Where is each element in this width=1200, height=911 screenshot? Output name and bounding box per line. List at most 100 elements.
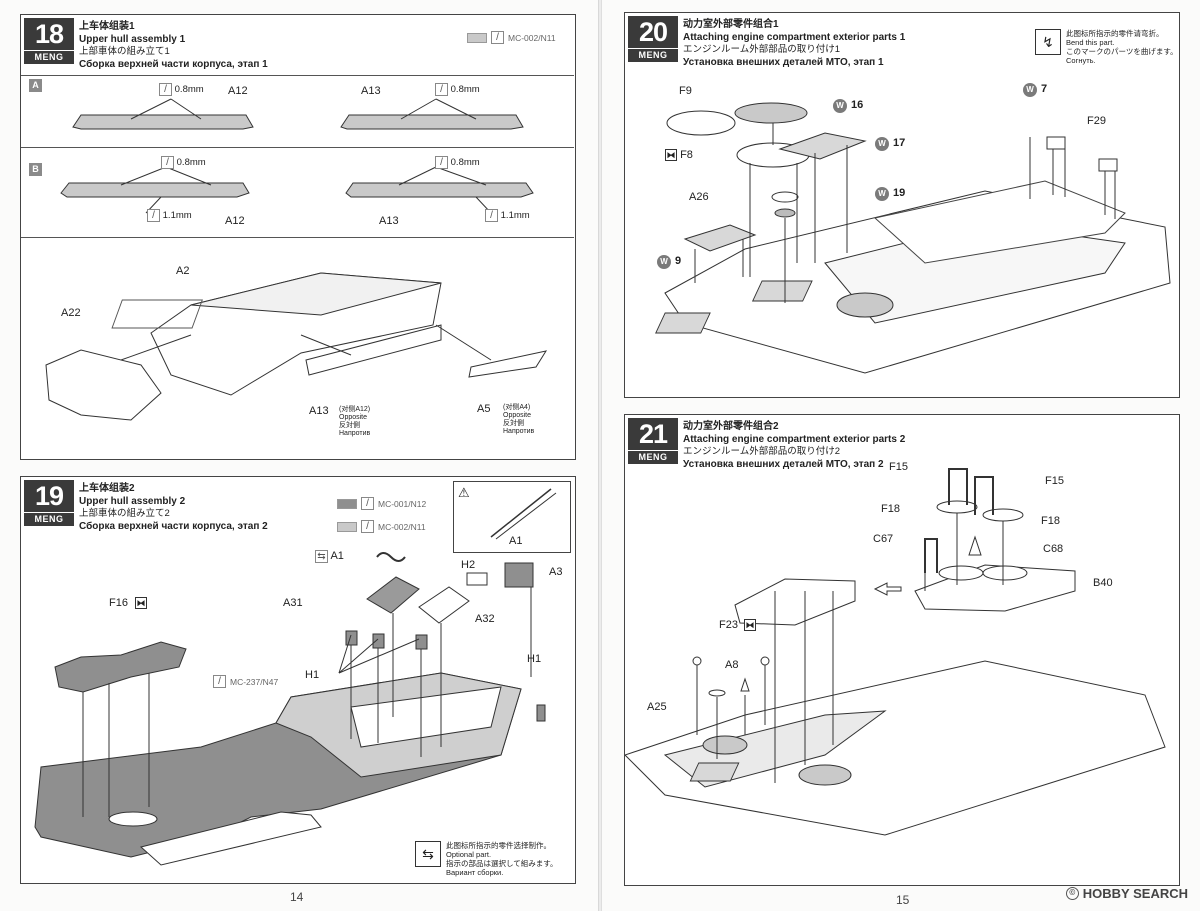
sub-divider — [21, 237, 574, 238]
title-ru: Установка внешних деталей МТО, этап 1 — [683, 56, 884, 68]
title-jp: エンジンルーム外部部品の取り付け1 — [683, 44, 840, 55]
optional-en: Optional part. — [446, 850, 492, 859]
thickness-label: / 1.1mm — [485, 209, 530, 222]
part-b40-label: B40 — [1093, 577, 1113, 589]
title-jp: エンジンルーム外部部品の取り付け2 — [683, 446, 840, 457]
cut-icon: / — [435, 83, 448, 96]
title-ru: Сборка верхней части корпуса, этап 2 — [79, 520, 268, 532]
part-a1-label: ⇆ A1 — [315, 550, 344, 563]
left-page: 18 MENG 上车体组装1 Upper hull assembly 1 上部車… — [0, 0, 598, 911]
optional-ru: Вариант сборки. — [446, 868, 504, 877]
title-en: Upper hull assembly 2 — [79, 495, 186, 507]
step-18-drawing — [45, 98, 548, 421]
step-21-drawing — [625, 468, 1166, 836]
title-jp: 上部車体の組み立て1 — [79, 46, 170, 57]
paint-code: MC-002/N11 — [378, 521, 426, 532]
etch-w7-label: 7 — [1041, 83, 1048, 95]
meng-logo: MENG — [24, 51, 74, 64]
bowtie-icon: ⧓ — [135, 597, 148, 609]
step-number: 18 — [24, 18, 74, 50]
part-h2-label: H2 — [461, 559, 476, 571]
part-f29-label: F29 — [1087, 115, 1106, 127]
cut-icon: / — [485, 209, 498, 222]
step-badge: 20 MENG — [628, 16, 678, 62]
opposite-note: (对侧A4) Opposite 反対側 Напротив — [503, 404, 535, 435]
step-19-drawing — [34, 488, 557, 866]
part-a12-label: A12 — [225, 215, 245, 227]
paint-callout: / MC-002/N11 — [337, 520, 426, 533]
step-badge: 19 MENG — [24, 480, 74, 526]
step-number: 19 — [24, 480, 74, 512]
thickness-label: / 0.8mm — [159, 83, 204, 96]
cut-icon: / — [159, 83, 172, 96]
etch-w9-icon: W — [657, 255, 671, 269]
etch-w16-icon: W — [833, 99, 847, 113]
step-number: 21 — [628, 418, 678, 450]
sub-divider — [21, 75, 574, 76]
copyright-icon: © — [1065, 887, 1079, 900]
bowtie-icon: ⧓ — [744, 619, 757, 631]
bend-part-note: ↯ 此图标所指示的零件请弯折。 Bend this part. このマークのパー… — [1035, 29, 1178, 65]
option-icon: ⇆ — [415, 841, 441, 867]
thickness-label: / 0.8mm — [435, 83, 480, 96]
optional-jp: 指示の部品は選択して組みます。 — [446, 859, 558, 868]
part-c67-label: C67 — [873, 533, 894, 545]
step-20-panel: 20 MENG 动力室外部零件组合1 Attaching engine comp… — [624, 12, 1180, 398]
step-titles: 动力室外部零件组合2 Attaching engine compartment … — [683, 421, 905, 471]
title-en: Upper hull assembly 1 — [79, 33, 186, 45]
bend-zh: 此图标所指示的零件请弯折。 — [1066, 29, 1164, 38]
part-a13-label: A13 — [379, 215, 399, 227]
step-21-panel: 21 MENG 动力室外部零件组合2 Attaching engine comp… — [624, 414, 1180, 886]
etch-w17-icon: W — [875, 137, 889, 151]
brush-icon: / — [213, 675, 226, 688]
part-a13-label: A13 — [361, 85, 381, 97]
title-en: Attaching engine compartment exterior pa… — [683, 31, 906, 43]
step-number: 20 — [628, 16, 678, 48]
part-f23-label: F23 ⧓ — [719, 619, 757, 631]
etch-w9-label: 9 — [675, 255, 682, 267]
part-a8-label: A8 — [725, 659, 739, 671]
part-f16-label: F16 ⧓ — [109, 597, 148, 609]
part-a25-label: A25 — [647, 701, 667, 713]
page-fold — [598, 0, 602, 911]
title-zh: 动力室外部零件组合1 — [683, 19, 779, 30]
bend-jp: このマークのパーツを曲げます。 — [1066, 47, 1178, 56]
sub-divider — [21, 147, 574, 148]
part-a22-label: A22 — [61, 307, 81, 319]
part-f18-label: F18 — [881, 503, 900, 515]
hobby-search-watermark: © HOBBY SEARCH — [1065, 886, 1188, 901]
opposite-note: (对侧A12) Opposite 反対側 Напротив — [339, 406, 371, 437]
paint-swatch — [337, 498, 357, 509]
part-f15-label: F15 — [1045, 475, 1064, 487]
meng-logo: MENG — [628, 49, 678, 62]
etch-w16-label: 16 — [851, 99, 864, 111]
part-a5-label: A5 — [477, 403, 491, 415]
title-ru: Установка внешних деталей МТО, этап 2 — [683, 458, 884, 470]
brush-icon: / — [361, 497, 374, 510]
title-ru: Сборка верхней части корпуса, этап 1 — [79, 58, 268, 70]
etch-w17-label: 17 — [893, 137, 906, 149]
part-h1-label: H1 — [527, 653, 542, 665]
part-f9-label: F9 — [679, 85, 692, 97]
paint-code: MC-002/N11 — [508, 32, 556, 43]
part-a26-label: A26 — [689, 191, 709, 203]
part-f8-label: ⧓ F8 — [665, 149, 693, 161]
paint-callout: / MC-001/N12 — [337, 497, 426, 510]
part-h1-label: H1 — [305, 669, 320, 681]
paint-swatch — [337, 521, 357, 532]
step-titles: 上车体组装2 Upper hull assembly 2 上部車体の組み立て2 … — [79, 483, 268, 533]
step-badge: 21 MENG — [628, 418, 678, 464]
cut-icon: / — [161, 156, 174, 169]
optional-zh: 此图标所指示的零件选择制作。 — [446, 841, 551, 850]
bowtie-icon: ⧓ — [665, 149, 677, 161]
part-a3-label: A3 — [549, 566, 563, 578]
title-zh: 上车体组装2 — [79, 483, 135, 494]
thickness-label: / 0.8mm — [435, 156, 480, 169]
cut-icon: / — [435, 156, 448, 169]
step-titles: 上车体组装1 Upper hull assembly 1 上部車体の組み立て1 … — [79, 21, 268, 71]
part-a13-label: A13 — [309, 405, 329, 417]
meng-logo: MENG — [24, 513, 74, 526]
step-badge: 18 MENG — [24, 18, 74, 64]
warning-icon: ⚠ — [458, 485, 470, 500]
title-zh: 动力室外部零件组合2 — [683, 421, 779, 432]
